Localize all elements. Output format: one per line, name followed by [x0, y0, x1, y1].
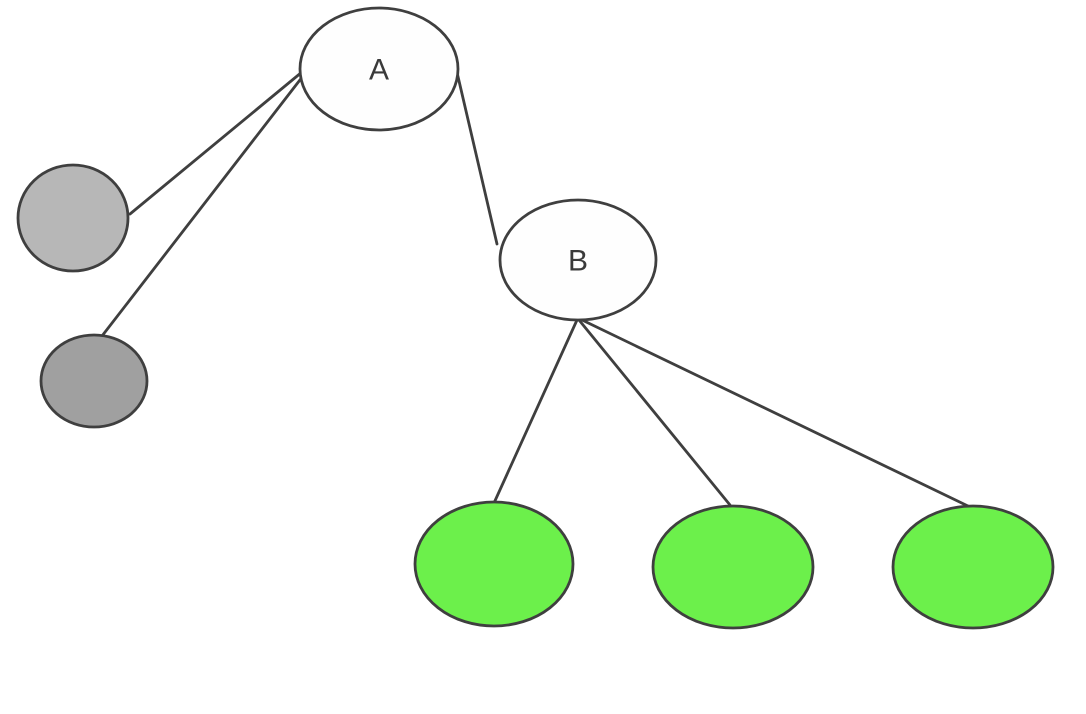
- graph-edge-B-green-2[interactable]: [577, 318, 732, 507]
- graph-edge-B-green-1[interactable]: [492, 318, 579, 505]
- graph-node-B[interactable]: [498, 198, 658, 322]
- graph-node-label-A: A: [369, 54, 389, 87]
- graph-node-A[interactable]: [298, 6, 460, 132]
- graph-node-gray-2[interactable]: [39, 333, 149, 429]
- graph-edge-A-gray-2[interactable]: [100, 74, 305, 338]
- graph-edge-B-green-3[interactable]: [578, 317, 972, 509]
- graph-edge-A-B[interactable]: [454, 66, 499, 246]
- graph-edge-A-gray-1[interactable]: [128, 70, 304, 216]
- graph-node-gray-1[interactable]: [16, 163, 130, 273]
- graph-node-green-1[interactable]: [413, 500, 575, 628]
- graph-node-label-B: B: [568, 245, 588, 278]
- graph-node-green-2[interactable]: [651, 504, 815, 630]
- graph-node-green-3[interactable]: [891, 504, 1055, 630]
